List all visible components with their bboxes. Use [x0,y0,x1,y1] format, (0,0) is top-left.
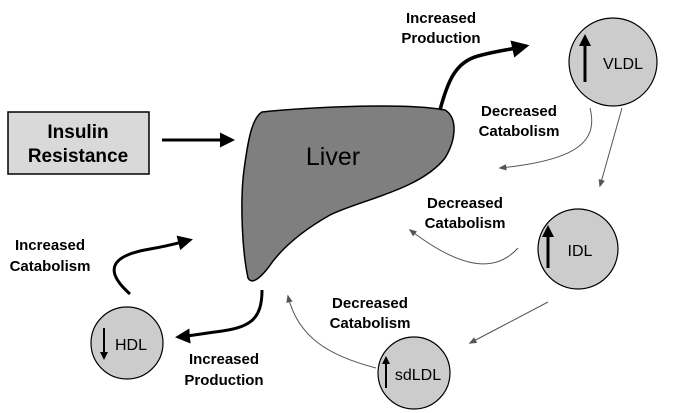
insulin-resistance-box-frame [7,111,150,175]
sdldl-node: sdLDL [377,336,451,410]
idl-circle [537,208,619,290]
vldl-label: VLDL [603,56,643,73]
vldl-node: VLDL [568,17,658,107]
vldl-catabolism-label-line2: Catabolism [479,123,560,140]
sdldl-label: sdLDL [395,367,441,384]
sdldl-circle [377,336,451,410]
sdldl-catabolism-arrow [286,294,377,369]
insulin-resistance-line1: Insulin [47,122,108,143]
hdl-node: HDL [90,306,164,380]
vldl-catabolism-label-line1: Decreased [481,103,557,120]
insulin-resistance-line2: Resistance [28,146,128,167]
idl-catabolism-arrow [408,229,519,265]
liver-to-hdl-arrow [175,289,264,344]
vldl-to-idl-arrow [598,107,623,188]
liver-to-vldl-arrow [438,40,530,111]
idl-catabolism-label-line2: Catabolism [425,215,506,232]
insulin-resistance-box: Insulin Resistance [7,111,150,175]
hdl-production-label-line1: Increased [189,351,259,368]
idl-label: IDL [568,243,593,260]
hdl-catabolism-label-line2: Catabolism [10,258,91,275]
liver-label: Liver [306,143,360,171]
idl-catabolism-label-line1: Decreased [427,195,503,212]
idl-to-sdldl-arrow [468,301,549,344]
liver-shape [241,105,455,282]
hdl-label: HDL [115,337,147,354]
vldl-catabolism-arrow [498,107,593,171]
vldl-production-label-line2: Production [401,30,480,47]
hdl-catabolism-label-line1: Increased [15,237,85,254]
vldl-circle [568,17,658,107]
idl-node: IDL [537,208,619,290]
vldl-production-label-line1: Increased [406,10,476,27]
sdldl-catabolism-label-line1: Decreased [332,295,408,312]
hdl-circle [90,306,164,380]
hdl-production-label-line2: Production [184,372,263,389]
hdl-catabolism-arrow [112,235,193,296]
sdldl-catabolism-label-line2: Catabolism [330,315,411,332]
